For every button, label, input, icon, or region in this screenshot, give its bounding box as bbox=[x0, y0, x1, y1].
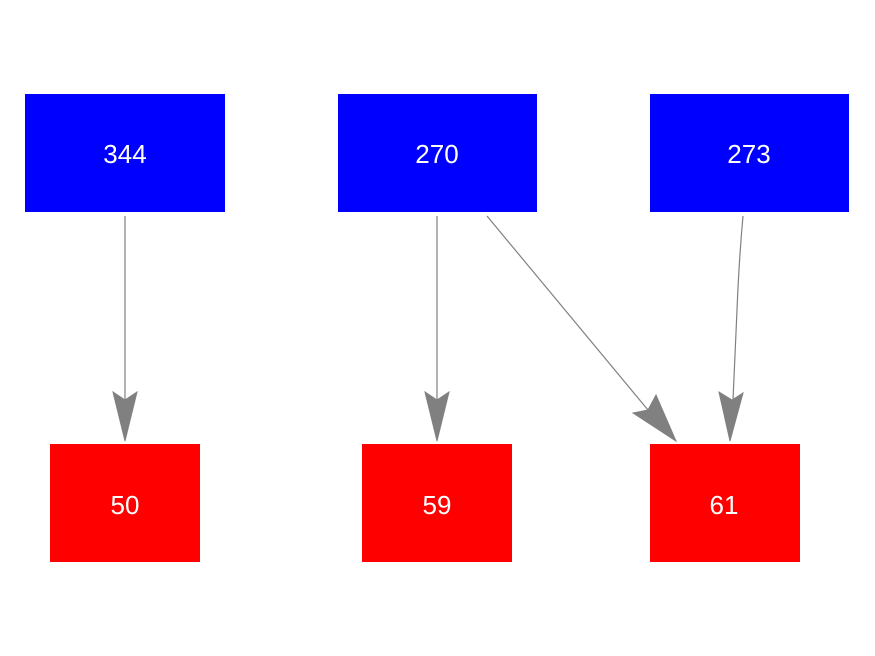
node-box bbox=[362, 444, 512, 562]
node-label: 344 bbox=[103, 139, 146, 169]
edge-270-59 bbox=[424, 216, 450, 442]
arrowhead-icon bbox=[424, 390, 450, 442]
node-61[interactable]: 61 bbox=[650, 444, 800, 562]
node-box bbox=[650, 444, 800, 562]
node-59[interactable]: 59 bbox=[362, 444, 512, 562]
node-label: 50 bbox=[111, 490, 140, 520]
arrowhead-icon bbox=[112, 390, 138, 442]
node-344[interactable]: 344 bbox=[25, 94, 225, 212]
node-50[interactable]: 50 bbox=[50, 444, 200, 562]
node-box bbox=[338, 94, 537, 212]
node-label: 59 bbox=[423, 490, 452, 520]
node-box bbox=[25, 94, 225, 212]
edge-273-61 bbox=[718, 215, 744, 442]
node-270[interactable]: 270 bbox=[338, 94, 537, 212]
arrowhead-icon bbox=[718, 390, 744, 442]
node-label: 61 bbox=[710, 490, 739, 520]
edge-344-50 bbox=[112, 216, 138, 442]
edge-270-61 bbox=[486, 215, 678, 443]
node-box bbox=[50, 444, 200, 562]
node-label: 270 bbox=[415, 139, 458, 169]
node-box bbox=[650, 94, 849, 212]
node-label: 273 bbox=[727, 139, 770, 169]
arrowhead-icon bbox=[631, 393, 678, 443]
node-273[interactable]: 273 bbox=[650, 94, 849, 212]
